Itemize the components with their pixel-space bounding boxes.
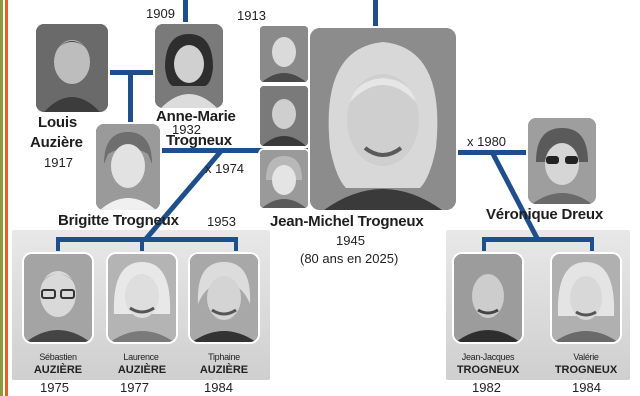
jean-michel-name: Jean-Michel Trogneux bbox=[270, 213, 424, 230]
portrait-placeholder-icon bbox=[190, 254, 258, 342]
jean-jacques-year: 1982 bbox=[472, 380, 501, 395]
laurence-year: 1977 bbox=[120, 380, 149, 395]
anne-marie-last-name: Trogneux bbox=[166, 132, 232, 149]
portrait-placeholder-icon bbox=[260, 26, 308, 82]
portrait-placeholder-icon bbox=[552, 254, 620, 342]
valerie-last-name: TROGNEUX bbox=[554, 364, 618, 376]
brigitte-photo bbox=[96, 124, 160, 210]
tiphaine-first-name: Tiphaine bbox=[208, 352, 240, 362]
louis-first-name: Louis bbox=[38, 114, 77, 131]
line-child1-drop bbox=[56, 237, 60, 251]
line-top-left bbox=[183, 0, 188, 22]
cropped-year-right: 1913 bbox=[237, 8, 266, 23]
portrait-placeholder-icon bbox=[260, 86, 308, 146]
line-child2-drop bbox=[140, 237, 144, 251]
valerie-first-name: Valérie bbox=[573, 352, 599, 362]
portrait-placeholder-icon bbox=[24, 254, 92, 342]
laurence-photo bbox=[108, 254, 176, 342]
anne-marie-year: 1932 bbox=[172, 122, 201, 137]
sebastien-year: 1975 bbox=[40, 380, 69, 395]
laurence-first-name: Laurence bbox=[123, 352, 159, 362]
line-louis-annemarie bbox=[107, 70, 157, 75]
line-marriage-to-children-right bbox=[489, 150, 541, 242]
portrait-placeholder-icon bbox=[155, 24, 223, 108]
valerie-year: 1984 bbox=[572, 380, 601, 395]
veronique-name: Véronique Dreux bbox=[486, 206, 604, 223]
anne-marie-first-name: Anne-Marie bbox=[156, 108, 236, 125]
portrait-placeholder-icon bbox=[454, 254, 522, 342]
louis-last-name: Auzière bbox=[30, 134, 83, 151]
marriage-brigitte-louis: x 1974 bbox=[205, 161, 245, 176]
jean-michel-photo bbox=[310, 28, 456, 210]
jean-jacques-photo bbox=[454, 254, 522, 342]
portrait-placeholder-icon bbox=[310, 28, 456, 210]
veronique-photo bbox=[528, 118, 596, 204]
cropped-year-left: 1909 bbox=[146, 6, 175, 21]
jm-child-photo-1 bbox=[260, 26, 308, 82]
line-child3-drop bbox=[234, 237, 238, 251]
portrait-placeholder-icon bbox=[36, 24, 108, 112]
line-brigitte-jeanmichel bbox=[162, 148, 312, 153]
tiphaine-last-name: AUZIÈRE bbox=[199, 364, 249, 376]
jm-child-photo-3 bbox=[260, 150, 308, 208]
laurence-last-name: AUZIÈRE bbox=[117, 364, 167, 376]
line-child5-drop bbox=[590, 237, 594, 251]
sebastien-first-name: Sébastien bbox=[39, 352, 77, 362]
line-top-right bbox=[373, 0, 378, 26]
line-children-bar-left bbox=[56, 237, 238, 242]
portrait-placeholder-icon bbox=[108, 254, 176, 342]
portrait-placeholder-icon bbox=[528, 118, 596, 204]
marriage-jeanmichel-veronique: x 1980 bbox=[467, 134, 507, 149]
line-children-bar-right bbox=[482, 237, 594, 242]
tiphaine-year: 1984 bbox=[204, 380, 233, 395]
tiphaine-photo bbox=[190, 254, 258, 342]
portrait-placeholder-icon bbox=[260, 150, 308, 208]
anne-marie-photo bbox=[155, 24, 223, 108]
portrait-placeholder-icon bbox=[96, 124, 160, 210]
jean-jacques-last-name: TROGNEUX bbox=[456, 364, 520, 376]
sebastien-last-name: AUZIÈRE bbox=[33, 364, 83, 376]
jean-michel-year: 1945 bbox=[336, 233, 365, 248]
brigitte-year: 1953 bbox=[207, 214, 236, 229]
line-child4-drop bbox=[482, 237, 486, 251]
left-border-orange bbox=[5, 0, 8, 396]
jean-jacques-first-name: Jean-Jacques bbox=[461, 352, 515, 362]
valerie-photo bbox=[552, 254, 620, 342]
sebastien-photo bbox=[24, 254, 92, 342]
jean-michel-age-note: (80 ans en 2025) bbox=[300, 251, 399, 266]
line-parents-down bbox=[128, 73, 133, 125]
jm-child-photo-2 bbox=[260, 86, 308, 146]
brigitte-name: Brigitte Trogneux bbox=[58, 212, 179, 229]
left-border-green bbox=[0, 0, 3, 396]
louis-photo bbox=[36, 24, 108, 112]
louis-year: 1917 bbox=[44, 155, 73, 170]
line-marriage-to-children-left bbox=[143, 148, 224, 242]
